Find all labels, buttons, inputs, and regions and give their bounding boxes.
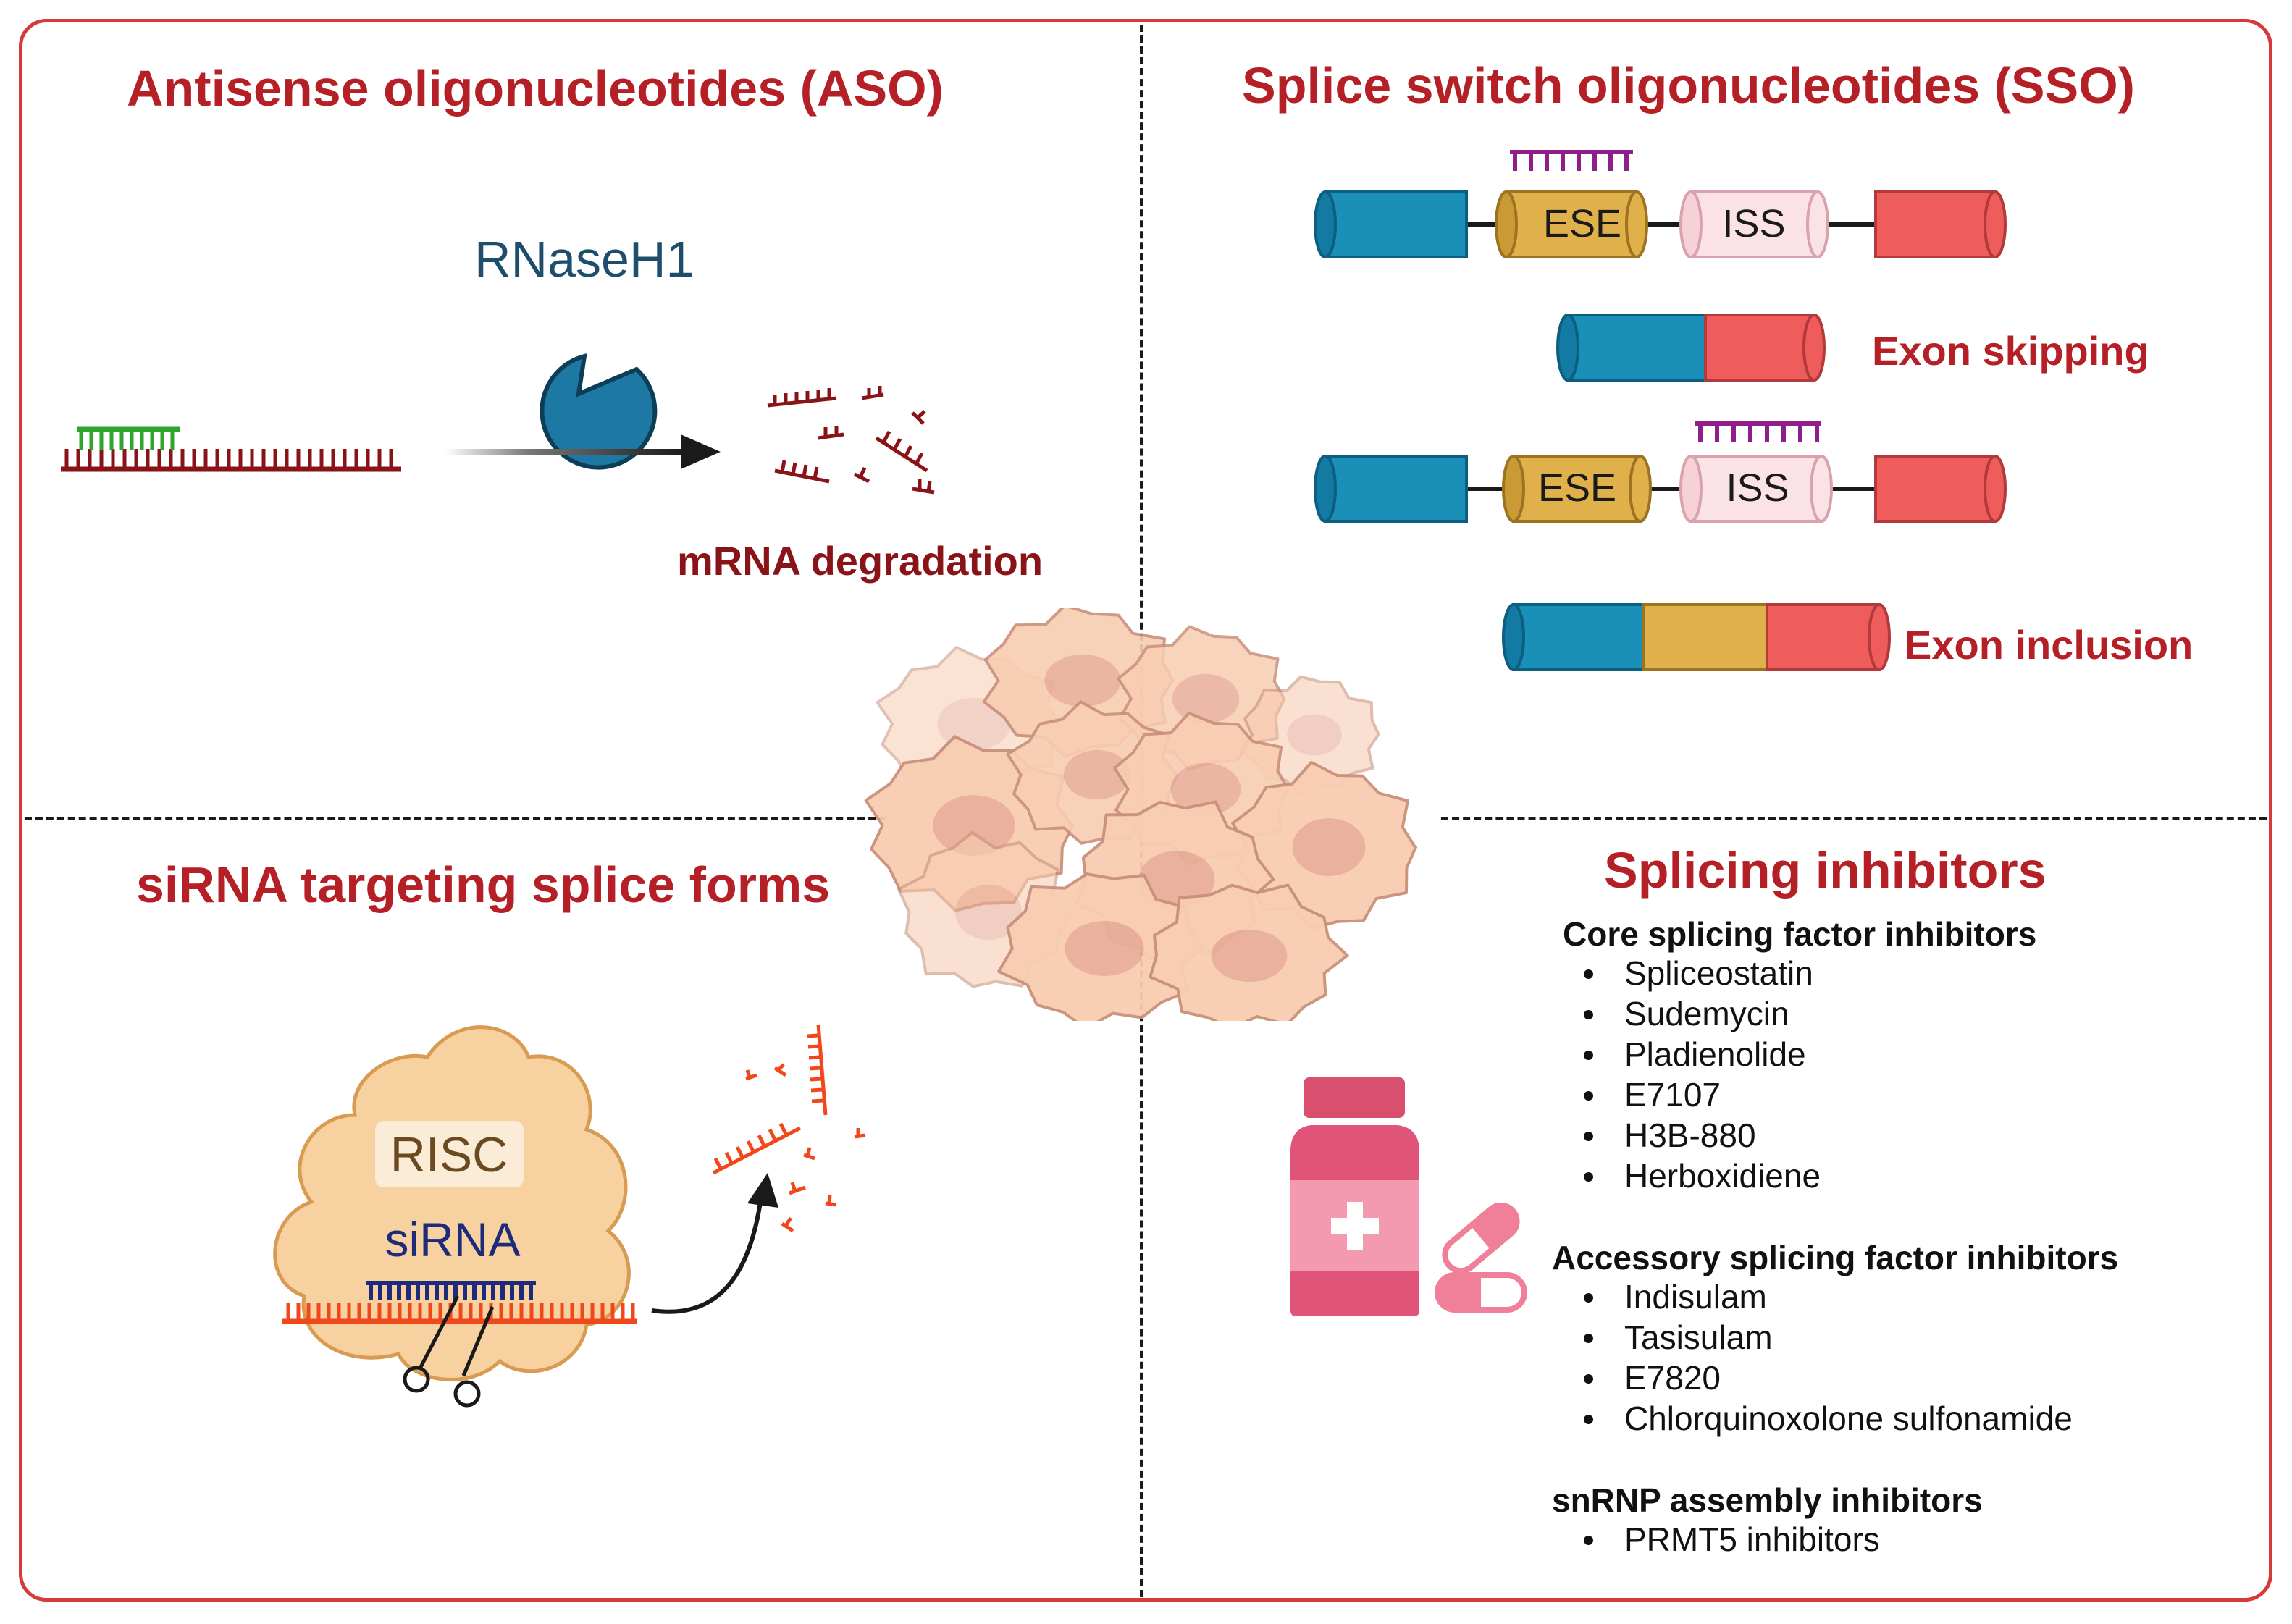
- exon-skipping-mrna: [1556, 314, 1826, 382]
- group-heading-core: Core splicing factor inhibitors: [1563, 915, 2037, 953]
- sirna-title: siRNA targeting splice forms: [136, 857, 831, 913]
- risc-complex: RISC siRNA: [273, 1025, 631, 1381]
- aso-title: Antisense oligonucleotides (ASO): [127, 60, 944, 117]
- exon-inclusion-mrna: [1502, 603, 1891, 671]
- list-item: E7820: [1574, 1358, 2073, 1398]
- scissors-icon: [403, 1295, 495, 1408]
- sso-illustration: ESE ISS ESE ISS: [1314, 150, 2007, 671]
- exon-gold-ese: [1495, 190, 1648, 258]
- list-item: E7107: [1574, 1074, 1821, 1115]
- list-item: Chlorquinoxolone sulfonamide: [1574, 1398, 2073, 1439]
- group-heading-snrnp: snRNP assembly inhibitors: [1552, 1481, 1983, 1519]
- exon-red: [1874, 190, 2007, 258]
- sirna-illustration: RISC siRNA: [273, 1024, 866, 1408]
- outer-frame: [19, 19, 2272, 1602]
- list-item: Indisulam: [1574, 1276, 2073, 1317]
- degraded-mrna-fragments: [767, 386, 935, 495]
- horizontal-divider-left: [25, 817, 886, 820]
- medicine-icon-group: [1290, 1077, 1527, 1316]
- rnaseh1-label: RNaseH1: [474, 231, 694, 287]
- mrna-degradation-label: mRNA degradation: [677, 538, 1044, 584]
- mrna-strand: [61, 449, 401, 472]
- aso-illustration: [61, 353, 935, 495]
- cell: [1149, 883, 1349, 1021]
- sirna-strand: [366, 1281, 536, 1300]
- iss-label-2: ISS: [1726, 466, 1789, 510]
- sso-title: Splice switch oligonucleotides (SSO): [1242, 57, 2135, 114]
- target-mrna: [282, 1303, 637, 1324]
- list-item: Herboxidiene: [1574, 1156, 1821, 1196]
- sirna-label: siRNA: [385, 1213, 520, 1266]
- accessory-inhibitor-list: Indisulam Tasisulam E7820 Chlorquinoxolo…: [1574, 1276, 2073, 1439]
- list-item: Pladienolide: [1574, 1034, 1821, 1074]
- list-item: PRMT5 inhibitors: [1574, 1519, 1880, 1560]
- exon-blue: [1314, 190, 1468, 258]
- cleaved-mrna-fragments: [712, 1024, 866, 1233]
- aso-oligo: [77, 426, 180, 450]
- core-inhibitor-list: Spliceostatin Sudemycin Pladienolide E71…: [1574, 953, 1821, 1196]
- sso-oligo-iss: [1695, 421, 1821, 442]
- ese-label-1: ESE: [1543, 202, 1621, 245]
- rnaseh1-pacman-icon: [540, 353, 658, 470]
- list-item: Spliceostatin: [1574, 953, 1821, 993]
- risc-label: RISC: [390, 1127, 508, 1182]
- exon-skipping-label: Exon skipping: [1872, 328, 2149, 374]
- ese-label-2: ESE: [1538, 466, 1616, 510]
- snrnp-inhibitor-list: PRMT5 inhibitors: [1574, 1519, 1880, 1560]
- horizontal-divider-right: [1441, 817, 2267, 820]
- iss-label-1: ISS: [1722, 202, 1785, 245]
- cell: [997, 872, 1205, 1021]
- pre-mrna-row-1: ESE ISS: [1314, 150, 2007, 258]
- list-item: Tasisulam: [1574, 1317, 2073, 1358]
- list-item: Sudemycin: [1574, 993, 1821, 1034]
- intron-iss: [1679, 190, 1829, 258]
- arrow-icon: [445, 434, 721, 469]
- exon-inclusion-label: Exon inclusion: [1905, 622, 2194, 668]
- inhibitors-title: Splicing inhibitors: [1604, 842, 2047, 899]
- sso-oligo-ese: [1510, 150, 1633, 171]
- medicine-bottle-icon: [1290, 1077, 1419, 1316]
- pre-mrna-row-2: ESE ISS: [1314, 421, 2007, 523]
- group-heading-accessory: Accessory splicing factor inhibitors: [1552, 1239, 2119, 1276]
- list-item: H3B-880: [1574, 1115, 1821, 1156]
- arrow-icon: [651, 1173, 778, 1314]
- cell-cluster-icon: [864, 608, 1417, 1021]
- capsule-icon: [1435, 1202, 1527, 1313]
